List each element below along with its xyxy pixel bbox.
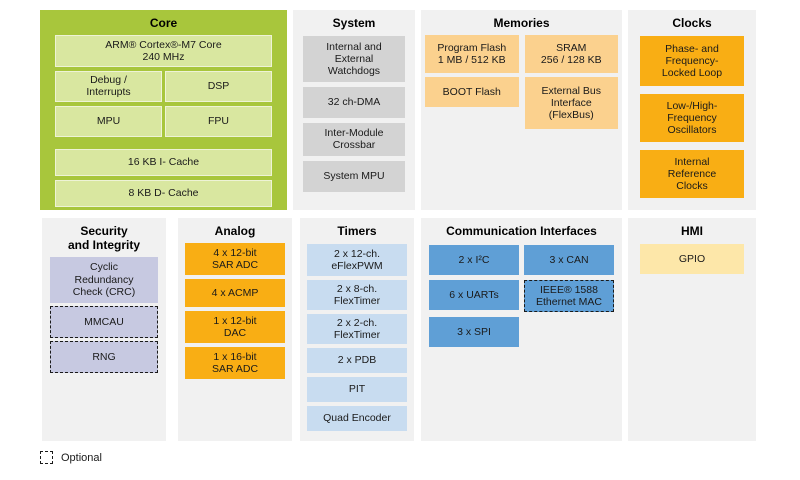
block-uarts: 6 x UARTs	[429, 279, 519, 310]
block-crossbar: Inter-Module Crossbar	[303, 122, 405, 156]
panel-hmi-title: HMI	[681, 224, 703, 238]
block-dsp: DSP	[165, 70, 272, 102]
panel-communication-interfaces: Communication Interfaces 2 x I²C 3 x CAN…	[421, 218, 622, 441]
block-cpu: ARM® Cortex®-M7 Core 240 MHz	[55, 34, 272, 67]
panel-system-title: System	[332, 16, 376, 30]
panel-system: System Internal and External Watchdogs 3…	[293, 10, 415, 210]
legend-optional-label: Optional	[61, 451, 102, 464]
block-i2c: 2 x I²C	[429, 244, 519, 275]
core-row-mpu-fpu: MPU FPU	[55, 105, 272, 137]
block-pdb: 2 x PDB	[307, 347, 407, 373]
block-internal-reference-clocks: Internal Reference Clocks	[640, 149, 744, 198]
block-pll: Phase- and Frequency- Locked Loop	[640, 35, 744, 86]
block-mmcau-optional: MMCAU	[50, 305, 158, 338]
system-blocks: Internal and External Watchdogs 32 ch-DM…	[293, 31, 415, 192]
block-fpu: FPU	[165, 105, 272, 137]
block-16bit-sar-adc: 1 x 16-bit SAR ADC	[185, 346, 285, 379]
block-flextimer-2ch: 2 x 2-ch. FlexTimer	[307, 313, 407, 344]
optional-dashed-icon	[40, 451, 53, 464]
panel-security-title: Security and Integrity	[67, 224, 140, 252]
block-pit: PIT	[307, 376, 407, 402]
hmi-blocks: GPIO	[628, 239, 756, 274]
panel-timers-title: Timers	[337, 224, 377, 238]
clocks-blocks: Phase- and Frequency- Locked Loop Low-/H…	[628, 31, 756, 198]
panel-comm-title: Communication Interfaces	[446, 224, 597, 238]
block-flextimer-8ch: 2 x 8-ch. FlexTimer	[307, 279, 407, 310]
panel-hmi: HMI GPIO	[628, 218, 756, 441]
block-rng-optional: RNG	[50, 340, 158, 373]
block-mpu: MPU	[55, 105, 162, 137]
legend-optional: Optional	[40, 451, 102, 464]
block-system-mpu: System MPU	[303, 160, 405, 192]
block-debug-interrupts: Debug / Interrupts	[55, 70, 162, 102]
block-sram: SRAM 256 / 128 KB	[524, 34, 618, 73]
panel-analog: Analog 4 x 12-bit SAR ADC 4 x ACMP 1 x 1…	[178, 218, 292, 441]
panel-analog-title: Analog	[214, 224, 256, 238]
panel-memories-title: Memories	[493, 16, 550, 30]
analog-blocks: 4 x 12-bit SAR ADC 4 x ACMP 1 x 12-bit D…	[178, 239, 292, 379]
panel-core-title: Core	[149, 16, 178, 30]
memories-blocks: Program Flash 1 MB / 512 KB SRAM 256 / 1…	[421, 31, 622, 129]
block-ethernet-mac-optional: IEEE® 1588 Ethernet MAC	[524, 279, 614, 312]
block-dma: 32 ch-DMA	[303, 86, 405, 118]
panel-security: Security and Integrity Cyclic Redundancy…	[42, 218, 166, 441]
block-oscillators: Low-/High- Frequency Oscillators	[640, 93, 744, 142]
block-watchdogs: Internal and External Watchdogs	[303, 35, 405, 82]
block-icache: 16 KB I- Cache	[55, 148, 272, 176]
block-quad-encoder: Quad Encoder	[307, 405, 407, 431]
security-blocks: Cyclic Redundancy Check (CRC) MMCAU RNG	[42, 253, 166, 373]
core-row-debug-dsp: Debug / Interrupts DSP	[55, 70, 272, 102]
block-dcache: 8 KB D- Cache	[55, 179, 272, 207]
block-program-flash: Program Flash 1 MB / 512 KB	[425, 34, 519, 73]
panel-timers: Timers 2 x 12-ch. eFlexPWM 2 x 8-ch. Fle…	[300, 218, 414, 441]
block-flexbus: External Bus Interface (FlexBus)	[524, 76, 618, 129]
timers-blocks: 2 x 12-ch. eFlexPWM 2 x 8-ch. FlexTimer …	[300, 239, 414, 431]
block-12bit-sar-adc: 4 x 12-bit SAR ADC	[185, 242, 285, 275]
block-acmp: 4 x ACMP	[185, 278, 285, 307]
panel-core: Core ARM® Cortex®-M7 Core 240 MHz Debug …	[40, 10, 287, 210]
panel-memories: Memories Program Flash 1 MB / 512 KB SRA…	[421, 10, 622, 210]
block-crc: Cyclic Redundancy Check (CRC)	[50, 256, 158, 303]
core-blocks: ARM® Cortex®-M7 Core 240 MHz Debug / Int…	[40, 31, 287, 207]
block-dac: 1 x 12-bit DAC	[185, 310, 285, 343]
panel-clocks-title: Clocks	[672, 16, 712, 30]
block-gpio: GPIO	[640, 243, 744, 274]
panel-clocks: Clocks Phase- and Frequency- Locked Loop…	[628, 10, 756, 210]
block-eflexpwm: 2 x 12-ch. eFlexPWM	[307, 243, 407, 276]
block-can: 3 x CAN	[524, 244, 614, 275]
comm-blocks: 2 x I²C 3 x CAN 6 x UARTs IEEE® 1588 Eth…	[421, 239, 622, 347]
block-spi: 3 x SPI	[429, 316, 519, 347]
block-boot-flash: BOOT Flash	[425, 76, 519, 107]
